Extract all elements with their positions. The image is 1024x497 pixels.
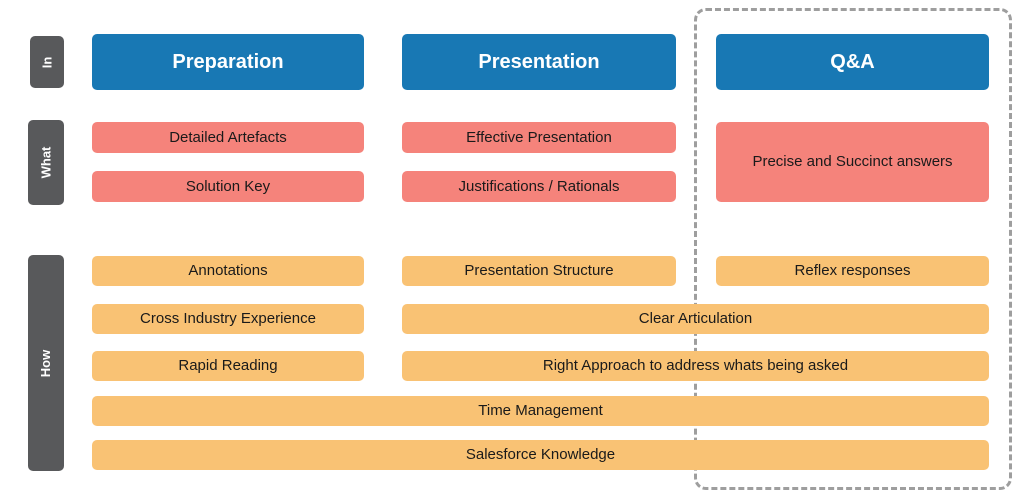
row-label-what: What [28, 120, 64, 205]
how-right-approach: Right Approach to address whats being as… [402, 351, 989, 381]
row-label-how-text: How [38, 349, 54, 377]
row-label-in-text: In [39, 56, 55, 68]
how-rapid-reading: Rapid Reading [92, 351, 364, 381]
what-justifications-rationals: Justifications / Rationals [402, 171, 676, 202]
header-preparation: Preparation [92, 34, 364, 90]
how-reflex-responses: Reflex responses [716, 256, 989, 286]
what-detailed-artefacts: Detailed Artefacts [92, 122, 364, 153]
header-qa: Q&A [716, 34, 989, 90]
how-presentation-structure: Presentation Structure [402, 256, 676, 286]
what-solution-key: Solution Key [92, 171, 364, 202]
row-label-in: In [30, 36, 64, 88]
header-presentation: Presentation [402, 34, 676, 90]
how-clear-articulation: Clear Articulation [402, 304, 989, 334]
how-annotations: Annotations [92, 256, 364, 286]
what-precise-succinct-answers: Precise and Succinct answers [716, 122, 989, 202]
how-time-management: Time Management [92, 396, 989, 426]
row-label-how: How [28, 255, 64, 471]
row-label-what-text: What [38, 146, 54, 179]
how-salesforce-knowledge: Salesforce Knowledge [92, 440, 989, 470]
what-effective-presentation: Effective Presentation [402, 122, 676, 153]
how-cross-industry-experience: Cross Industry Experience [92, 304, 364, 334]
